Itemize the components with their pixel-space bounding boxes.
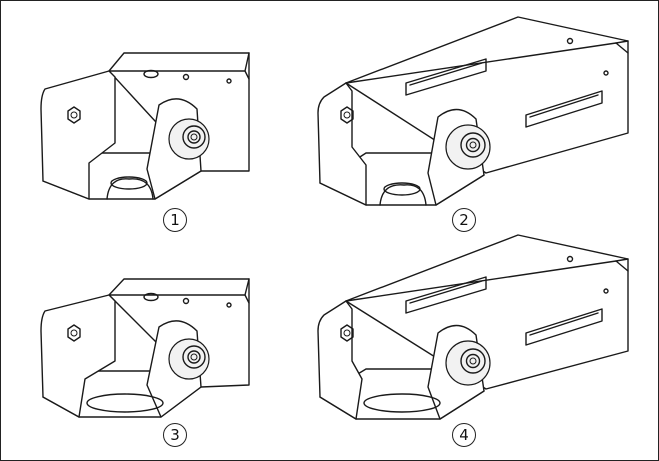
figure-label-2-text: 2	[459, 211, 469, 229]
figure-label-1: 1	[163, 208, 187, 232]
figure-label-2: 2	[452, 208, 476, 232]
bracket-drawing-4	[306, 231, 636, 427]
figure-label-1-text: 1	[170, 211, 180, 229]
bracket-drawing-2	[306, 13, 636, 213]
figure-label-4: 4	[452, 423, 476, 447]
bracket-drawing-3	[29, 275, 259, 425]
figure-label-3: 3	[163, 423, 187, 447]
bracket-drawing-1	[29, 49, 259, 214]
figure-label-3-text: 3	[170, 426, 180, 444]
figure-label-4-text: 4	[459, 426, 469, 444]
